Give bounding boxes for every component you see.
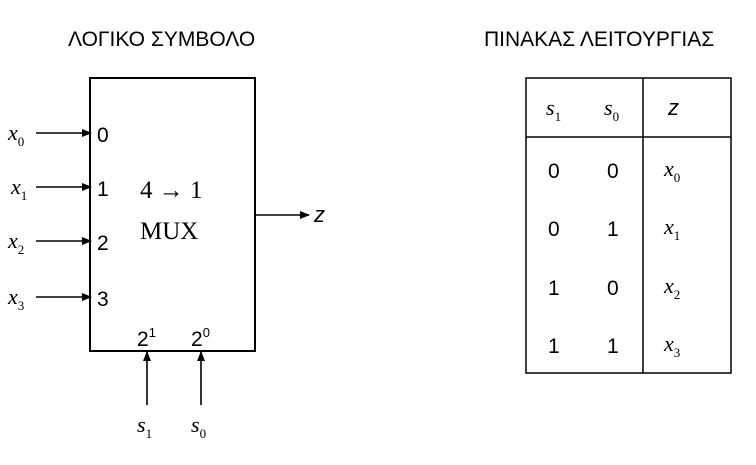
table-cell-z: x0 — [663, 156, 680, 185]
logic-symbol-title: ΛΟΓΙΚΟ ΣΥΜΒΟΛΟ — [68, 28, 256, 51]
select-label-s1: s1 — [137, 412, 152, 441]
table-cell-z: x2 — [663, 273, 680, 302]
table-cell-s0: 0 — [607, 277, 619, 300]
select-label-s0: s0 — [191, 412, 206, 441]
function-table-border — [525, 77, 732, 374]
table-cell-s1: 1 — [548, 277, 560, 300]
table-header-s0: s0 — [604, 95, 619, 124]
input-label-x3: x3 — [7, 284, 24, 313]
mux-label-ratio: 4 → 1 — [140, 177, 203, 204]
table-row: 1 1 x3 — [548, 331, 680, 360]
output-label-z: z — [313, 202, 325, 227]
input-label-x2: x2 — [7, 228, 24, 257]
function-table-title: ΠΙΝΑΚΑΣ ΛΕΙΤΟΥΡΓΙΑΣ — [484, 28, 715, 51]
table-cell-s0: 1 — [607, 335, 619, 358]
mux-label-name: MUX — [140, 218, 198, 245]
table-cell-s1: 1 — [548, 335, 560, 358]
table-cell-z: x1 — [663, 214, 680, 243]
table-header-s1: s1 — [546, 95, 561, 124]
table-header-z: z — [667, 95, 679, 120]
input-label-x0: x0 — [7, 120, 24, 149]
select-pin-weight-1: 21 — [137, 325, 156, 351]
table-row: 0 0 x0 — [548, 156, 680, 185]
pin-label-2: 2 — [97, 232, 109, 255]
table-cell-z: x3 — [663, 331, 680, 360]
table-cell-s0: 1 — [607, 218, 619, 241]
mux-block — [89, 77, 256, 352]
table-cell-s1: 0 — [548, 218, 560, 241]
table-row: 0 1 x1 — [548, 214, 680, 243]
table-cell-s0: 0 — [607, 160, 619, 183]
select-pin-weight-0: 20 — [191, 325, 210, 351]
table-row: 1 0 x2 — [548, 273, 680, 302]
pin-label-3: 3 — [97, 288, 109, 311]
input-label-x1: x1 — [10, 174, 27, 203]
pin-label-1: 1 — [97, 178, 109, 201]
table-cell-s1: 0 — [548, 160, 560, 183]
pin-label-0: 0 — [97, 124, 109, 147]
